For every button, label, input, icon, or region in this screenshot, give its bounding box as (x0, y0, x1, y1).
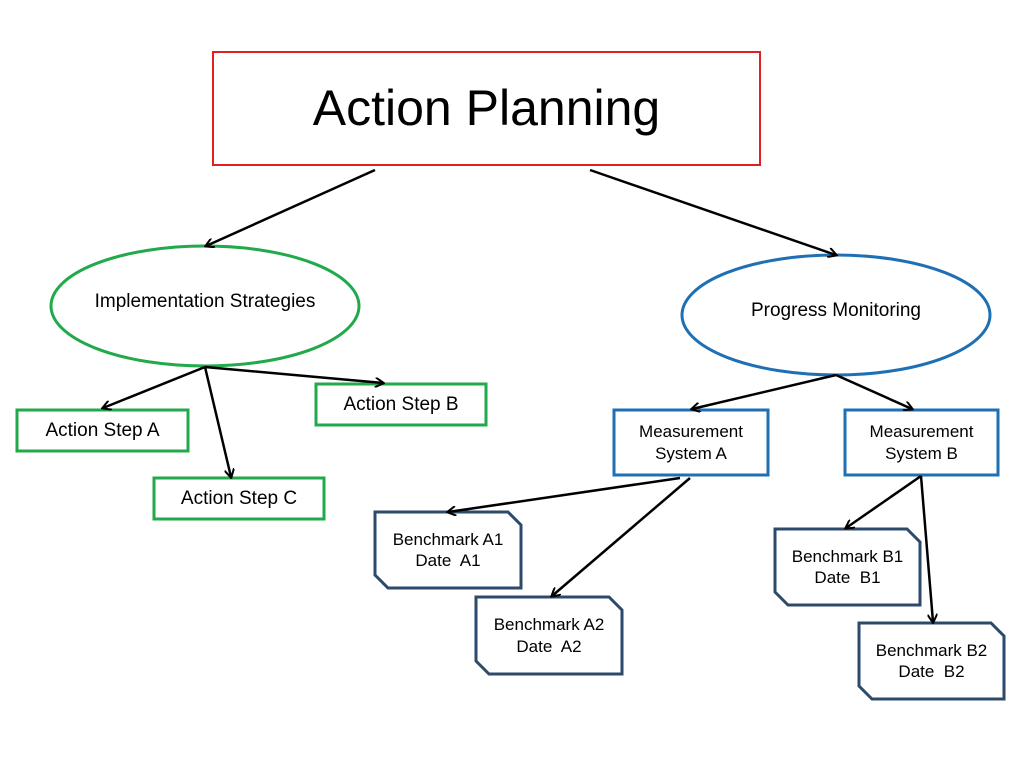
action-step-c-label: Action Step C (180, 487, 298, 509)
arrow-title-to-progress (589, 168, 836, 255)
benchmark-b2-shape[interactable] (857, 621, 1006, 701)
benchmark-b1-line1: Benchmark B1 (791, 546, 904, 566)
benchmark-a2-line1: Benchmark A2 (493, 615, 605, 635)
benchmark-b1-shape[interactable] (773, 527, 922, 607)
benchmark-a1-shape[interactable] (373, 510, 523, 590)
measurement-system-b-box[interactable] (843, 408, 1000, 477)
benchmark-a2-shape[interactable] (474, 595, 624, 676)
benchmark-a2-line2: Date A2 (516, 636, 582, 656)
arrow-measure-b-to-bench-b1 (846, 474, 922, 528)
arrow-progress-to-measure-a (692, 373, 837, 409)
implementation-strategies-label: Implementation Strategies (94, 291, 316, 313)
benchmark-b2-label: Benchmark B2 Date B2 (859, 623, 1004, 699)
action-step-a-label: Action Step A (45, 419, 160, 441)
measurement-system-b-line2: System B (885, 443, 958, 463)
title-box (212, 51, 761, 166)
measurement-system-b-line1: Measurement (869, 422, 974, 442)
arrow-progress-to-measure-b (835, 373, 912, 409)
benchmark-a1-line1: Benchmark A1 (392, 529, 504, 549)
benchmark-a2-label: Benchmark A2 Date A2 (476, 597, 622, 674)
benchmark-b2-line2: Date B2 (898, 662, 965, 681)
arrow-implementation-to-step-a (103, 365, 206, 408)
action-step-c-box[interactable] (152, 476, 326, 521)
measurement-system-a-line1: Measurement (639, 422, 743, 442)
page-title: Action Planning (312, 80, 661, 137)
action-step-b-label: Action Step B (343, 393, 459, 415)
arrow-implementation-to-step-c (203, 366, 231, 477)
arrow-implementation-to-step-b (204, 365, 383, 383)
benchmark-b2-line1: Benchmark B2 (875, 640, 988, 660)
action-step-b-box[interactable] (314, 382, 488, 427)
measurement-system-a-label: Measurement System A (614, 410, 768, 475)
action-step-a-box[interactable] (15, 408, 190, 453)
arrow-measure-b-to-bench-b2 (919, 475, 933, 622)
benchmark-a1-label: Benchmark A1 Date A1 (375, 512, 521, 588)
benchmark-b1-label: Benchmark B1 Date B1 (775, 529, 920, 605)
measurement-system-b-label: Measurement System B (845, 410, 998, 475)
arrow-title-to-implementation (206, 168, 376, 246)
measurement-system-a-line2: System A (655, 443, 727, 463)
progress-monitoring-label: Progress Monitoring (750, 300, 922, 322)
arrow-measure-a-to-bench-a2 (552, 477, 691, 596)
arrow-measure-a-to-bench-a1 (448, 476, 681, 512)
benchmark-a1-line2: Date A1 (415, 551, 481, 570)
measurement-system-a-box[interactable] (612, 408, 770, 477)
benchmark-b1-line2: Date B1 (814, 568, 881, 587)
